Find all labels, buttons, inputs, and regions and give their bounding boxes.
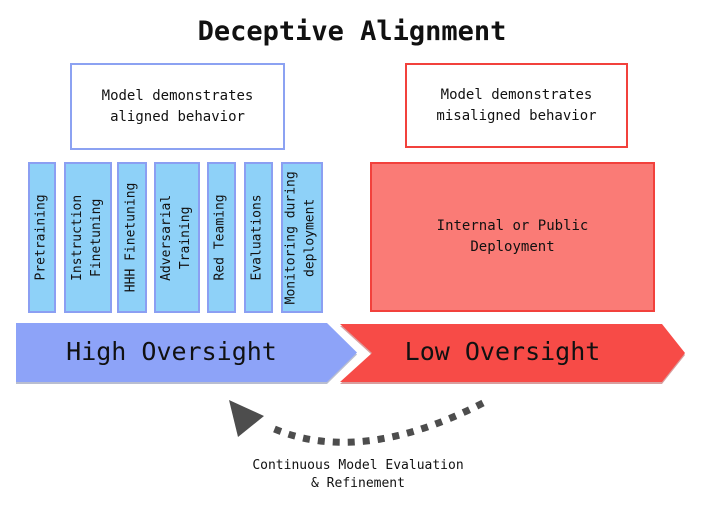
stage-bar-label: Adversarial Training <box>159 194 193 281</box>
stage-bar-label: Monitoring during deployment <box>284 170 318 305</box>
stage-bar-label: Instruction Finetuning <box>70 194 104 281</box>
stage-bar-label: Red Teaming <box>213 194 229 281</box>
low-oversight-arrow-shape <box>340 324 685 382</box>
stage-bar-pretraining: Pretraining <box>28 162 56 313</box>
stage-bar-monitoring-deployment: Monitoring during deployment <box>281 162 323 313</box>
feedback-dotted-curve <box>270 399 485 446</box>
aligned-behavior-box: Model demonstrates aligned behavior <box>70 63 285 150</box>
stage-bar-adversarial-training: Adversarial Training <box>154 162 200 313</box>
stage-bar-hhh-finetuning: HHH Finetuning <box>117 162 147 313</box>
misaligned-behavior-box: Model demonstrates misaligned behavior <box>405 63 628 148</box>
page-title: Deceptive Alignment <box>197 16 507 47</box>
oversight-arrows-graphic <box>16 323 685 382</box>
stage-bar-label: HHH Finetuning <box>123 182 139 293</box>
feedback-arrowhead-icon <box>229 400 264 437</box>
feedback-loop-label: Continuous Model Evaluation & Refinement <box>252 458 464 491</box>
stage-bar-label: Pretraining <box>33 194 49 281</box>
aligned-behavior-label: Model demonstrates aligned behavior <box>101 87 254 125</box>
misaligned-behavior-label: Model demonstrates misaligned behavior <box>436 86 597 124</box>
stage-bar-evaluations: Evaluations <box>244 162 273 313</box>
high-oversight-arrow-shape <box>16 323 357 382</box>
low-oversight-label: Low Oversight <box>404 337 601 366</box>
high-oversight-label: High Oversight <box>66 337 277 366</box>
stage-bar-label: Evaluations <box>250 194 266 281</box>
feedback-loop-arrow <box>229 399 485 446</box>
deployment-box-label: Internal or Public Deployment <box>436 218 589 255</box>
stage-bar-instruction-finetuning: Instruction Finetuning <box>64 162 112 313</box>
deployment-box: Internal or Public Deployment <box>370 162 655 312</box>
stage-bar-red-teaming: Red Teaming <box>207 162 236 313</box>
